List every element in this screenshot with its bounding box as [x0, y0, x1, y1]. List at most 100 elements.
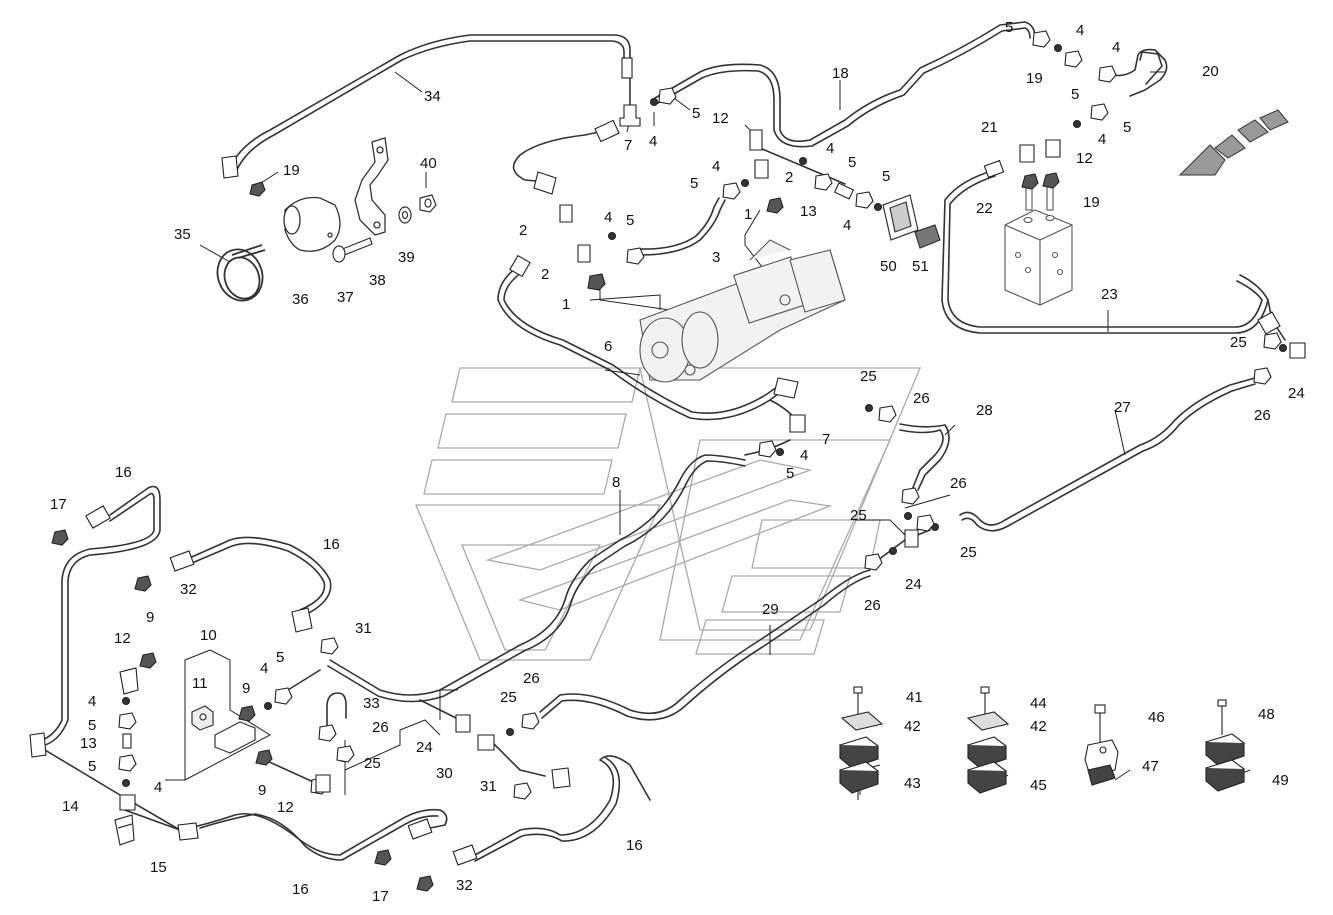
callout-32b: 32	[456, 877, 473, 894]
callout-4i: 4	[800, 447, 808, 464]
callout-31b: 31	[480, 778, 497, 795]
callout-20: 20	[1202, 63, 1219, 80]
callout-46: 46	[1148, 709, 1165, 726]
pipe-upper-2	[654, 21, 1036, 143]
callout-48: 48	[1258, 706, 1275, 723]
bracket	[354, 137, 389, 236]
callout-4g: 4	[1112, 39, 1120, 56]
callout-5b: 5	[848, 154, 856, 171]
callout-13b: 13	[80, 735, 97, 752]
callout-5c: 5	[690, 175, 698, 192]
callout-4e: 4	[604, 209, 612, 226]
pipe-16-mid-inner	[184, 542, 326, 611]
callout-30: 30	[436, 765, 453, 782]
pipe-16-tl-inner	[41, 492, 155, 741]
callout-1a: 1	[744, 206, 752, 223]
pipe-link-3	[264, 759, 321, 786]
pipe-16-tl	[44, 485, 161, 746]
hose-clamp	[216, 244, 266, 302]
callout-5f: 5	[1005, 19, 1013, 36]
callout-18: 18	[832, 65, 849, 82]
pipe-16-bl	[44, 749, 448, 856]
callout-42a: 42	[904, 718, 921, 735]
callout-50: 50	[880, 258, 897, 275]
callout-4a: 4	[649, 133, 657, 150]
callout-24b: 24	[905, 576, 922, 593]
pipe-link-4	[124, 809, 181, 831]
callout-6: 6	[604, 338, 612, 355]
brake-valve	[114, 814, 135, 846]
pipe-28	[899, 429, 944, 491]
callout-15: 15	[150, 859, 167, 876]
callout-5a: 5	[692, 105, 700, 122]
callout-40: 40	[420, 155, 437, 172]
callout-8: 8	[612, 474, 620, 491]
callout-25a: 25	[1230, 334, 1247, 351]
callout-42b: 42	[1030, 718, 1047, 735]
callout-16c: 16	[292, 881, 309, 898]
callout-4j: 4	[260, 660, 268, 677]
callout-34: 34	[424, 88, 441, 105]
callout-25d: 25	[960, 544, 977, 561]
pipe-3-inner	[639, 197, 720, 250]
callout-19c: 19	[1083, 194, 1100, 211]
callout-12d: 12	[277, 799, 294, 816]
direction-arrow	[1178, 109, 1289, 176]
callout-26b: 26	[913, 390, 930, 407]
callout-12a: 12	[712, 110, 729, 127]
callout-5g: 5	[1071, 86, 1079, 103]
callout-7b: 7	[822, 431, 830, 448]
pipe-29-inner	[541, 575, 871, 721]
callout-33: 33	[363, 695, 380, 712]
pipe-23-inner	[947, 175, 1263, 328]
callout-22: 22	[976, 200, 993, 217]
callout-28: 28	[976, 402, 993, 419]
callout-2a: 2	[785, 169, 793, 186]
callout-26c: 26	[950, 475, 967, 492]
callout-16d: 16	[626, 837, 643, 854]
callout-13a: 13	[800, 203, 817, 220]
callout-25b: 25	[860, 368, 877, 385]
pipe-upper-2-inner	[657, 27, 1031, 148]
pipe-34-inner	[235, 40, 625, 173]
pipe-8-inner	[327, 460, 746, 703]
pipe-29	[539, 569, 871, 715]
callout-5k: 5	[88, 717, 96, 734]
callout-49: 49	[1272, 772, 1289, 789]
callout-16a: 16	[115, 464, 132, 481]
callout-19b: 19	[1026, 70, 1043, 87]
callout-12c: 12	[114, 630, 131, 647]
callout-23: 23	[1101, 286, 1118, 303]
callout-43: 43	[904, 775, 921, 792]
callout-25e: 25	[364, 755, 381, 772]
cap-housing	[283, 196, 341, 252]
callout-1b: 1	[562, 296, 570, 313]
pipe-27	[959, 377, 1256, 526]
callout-14: 14	[62, 798, 79, 815]
pipe-28-inner	[899, 423, 950, 491]
callout-21: 21	[981, 119, 998, 136]
callout-47: 47	[1142, 758, 1159, 775]
callout-9a: 9	[146, 609, 154, 626]
callout-4f: 4	[1076, 22, 1084, 39]
callout-51: 51	[912, 258, 929, 275]
callout-2c: 2	[541, 266, 549, 283]
callout-25c: 25	[850, 507, 867, 524]
callout-36: 36	[292, 291, 309, 308]
callout-38: 38	[369, 272, 386, 289]
callout-12b: 12	[1076, 150, 1093, 167]
callout-31a: 31	[355, 620, 372, 637]
callout-9b: 9	[242, 680, 250, 697]
pipe-16-br-inner	[474, 757, 621, 862]
junction-block	[191, 705, 256, 754]
clamp-hardware-group	[838, 686, 1246, 800]
pipe-lines	[41, 21, 1286, 862]
callout-11: 11	[192, 675, 208, 692]
valve-block	[1004, 179, 1073, 306]
pipe-20-inner	[1139, 51, 1163, 85]
bolt	[332, 237, 373, 263]
pipe-6	[497, 264, 791, 421]
callout-7a: 7	[624, 137, 632, 154]
callout-17b: 17	[372, 888, 389, 905]
